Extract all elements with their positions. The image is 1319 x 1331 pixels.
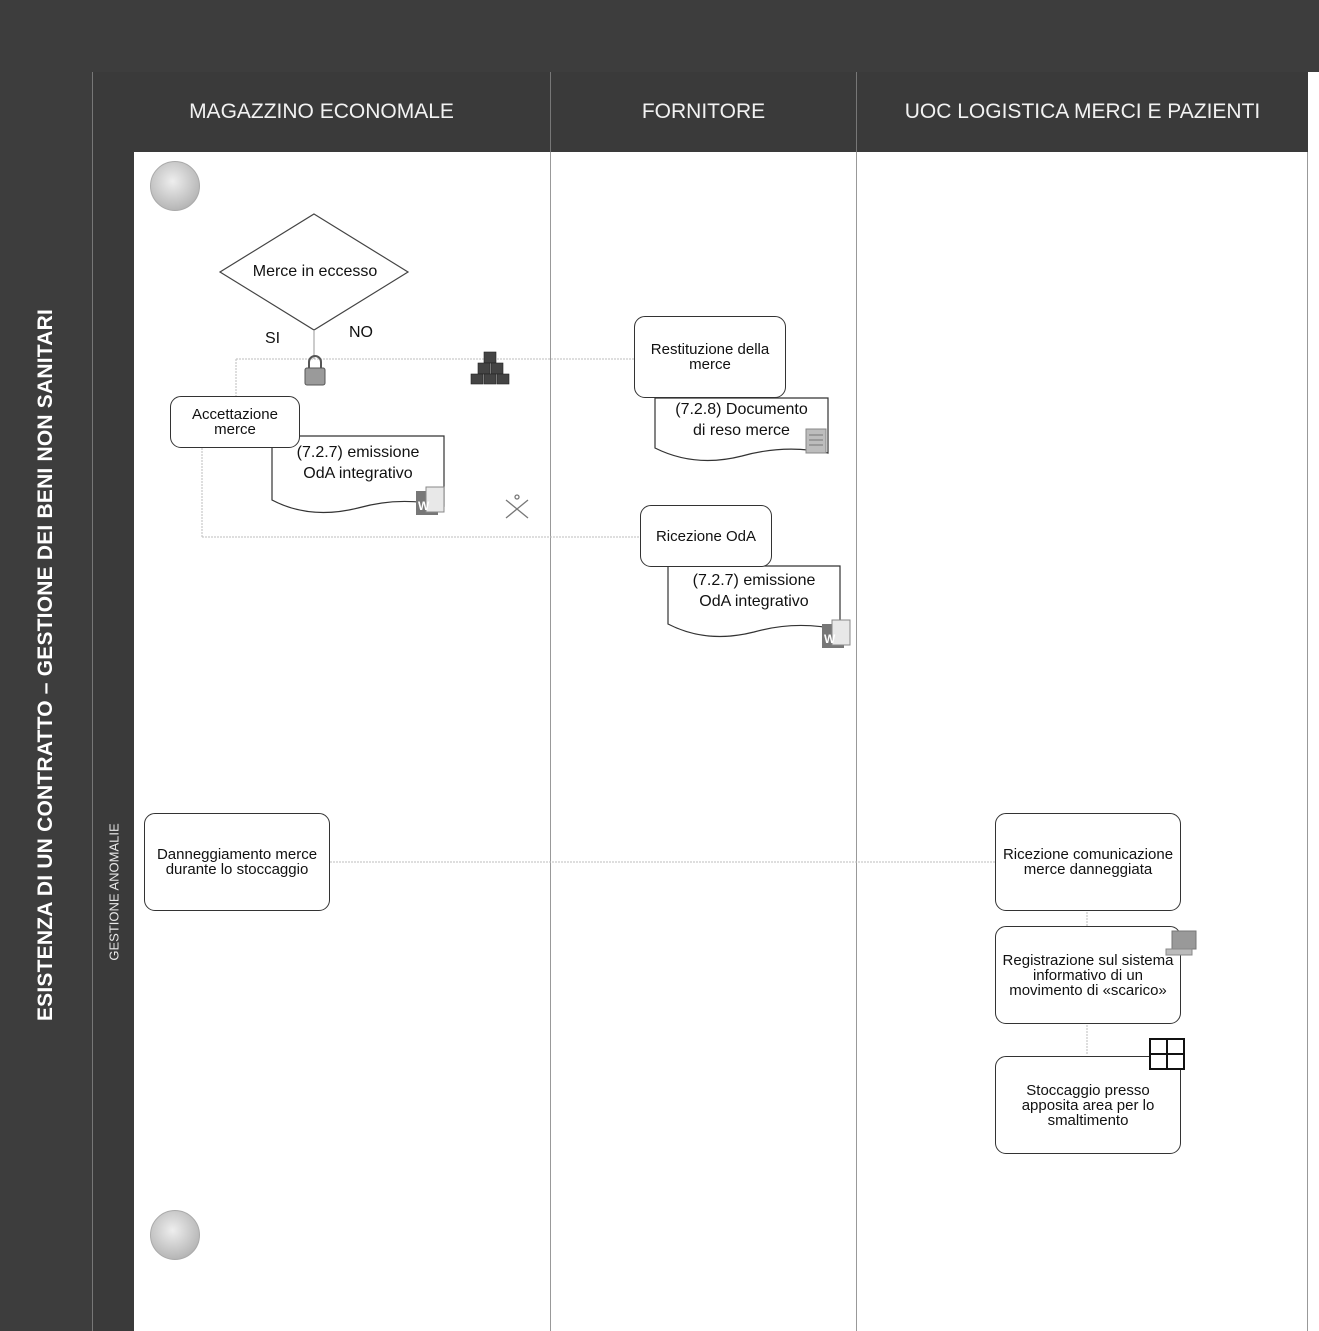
grid-icon [1149, 1038, 1185, 1070]
envelope-icon [505, 494, 529, 519]
task-ricezione-oda: Ricezione OdA [640, 505, 772, 567]
lane-divider [1307, 152, 1308, 1331]
task-ricezione-comunicazione: Ricezione comunicazione merce danneggiat… [995, 813, 1181, 911]
document-oda-integrativo-1: (7.2.7) emissione OdA integrativo [296, 444, 420, 482]
task-accettazione: Accettazione merce [170, 396, 300, 448]
end-event-icon [150, 1210, 200, 1260]
computer-icon [1165, 930, 1197, 956]
task-stoccaggio: Stoccaggio presso apposita area per lo s… [995, 1056, 1181, 1154]
svg-text:W: W [418, 499, 430, 513]
word-icon: W [416, 486, 445, 515]
lane-header-fornitore: FORNITORE [550, 72, 856, 152]
task-restituzione: Restituzione della merce [634, 316, 786, 398]
pool-top-bar [92, 0, 1319, 72]
document-reso-merce: (7.2.8) Documento di reso merce [675, 401, 808, 439]
start-event-icon [150, 161, 200, 211]
task-danneggiamento: Danneggiamento merce durante lo stoccagg… [144, 813, 330, 911]
document-oda-integrativo-2: (7.2.7) emissione OdA integrativo [692, 572, 816, 610]
gateway-yes-label: SI [265, 330, 281, 347]
lock-icon [304, 355, 326, 386]
lane-divider [856, 152, 857, 1331]
svg-text:W: W [824, 632, 836, 646]
boxes-icon [470, 351, 510, 385]
task-registrazione: Registrazione sul sistema informativo di… [995, 926, 1181, 1024]
pool-title-bar: ESISTENZA DI UN CONTRATTO – GESTIONE DEI… [0, 0, 92, 1331]
lane-divider [550, 152, 551, 1331]
gateway-no-label: NO [349, 324, 373, 341]
document-icon [805, 428, 827, 454]
word-icon: W [822, 619, 851, 648]
gateway-label: Merce in eccesso [252, 263, 378, 280]
lane-header-logistica: UOC LOGISTICA MERCI E PAZIENTI [856, 72, 1308, 152]
lane-header-magazzino: MAGAZZINO ECONOMALE [92, 72, 550, 152]
sub-lane-bar: GESTIONE ANOMALIE [92, 152, 134, 1331]
